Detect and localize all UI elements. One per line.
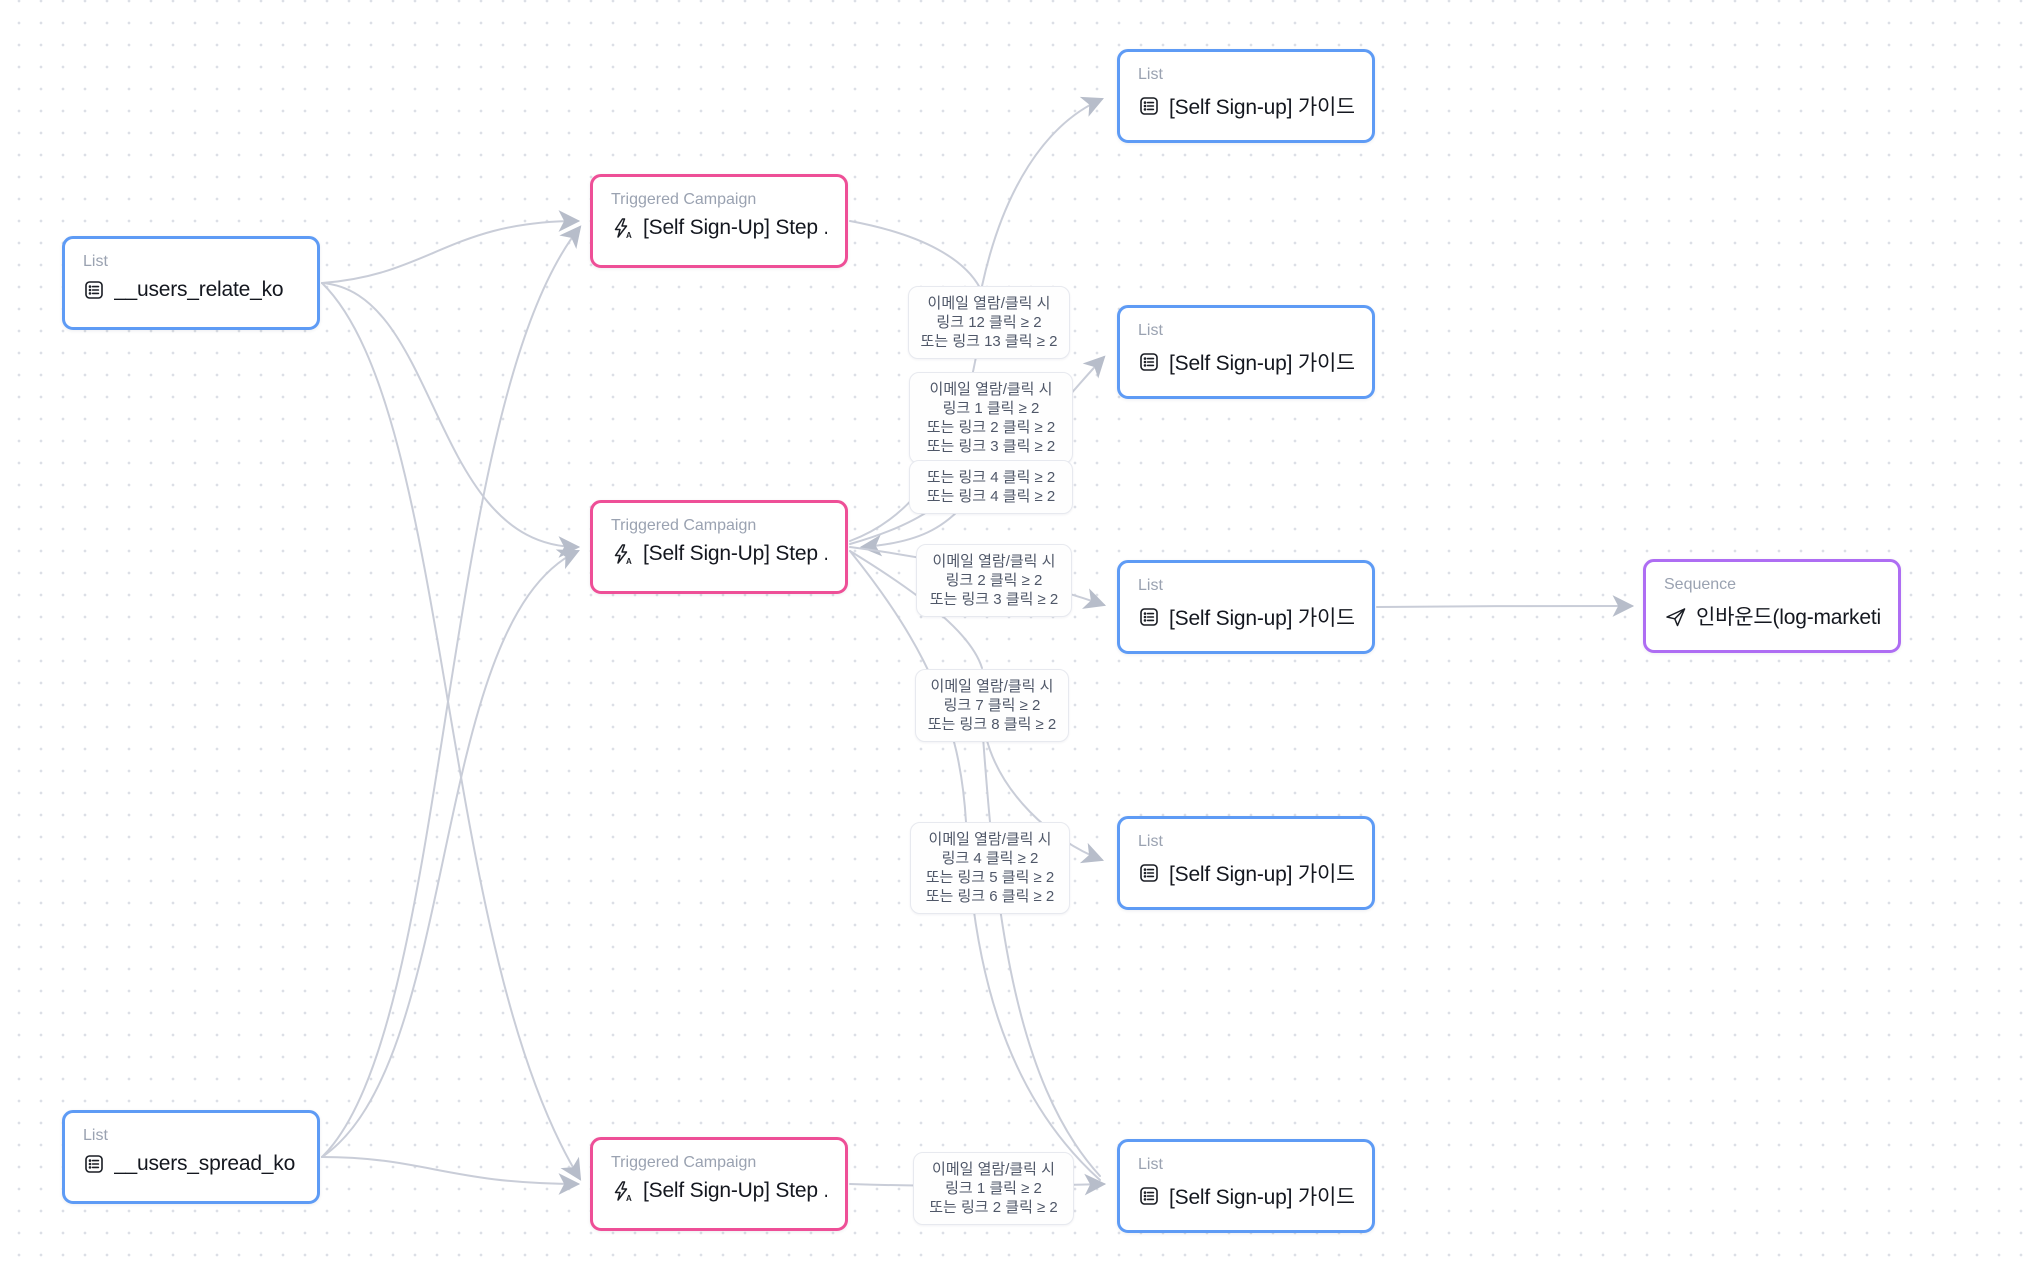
node-triggered-campaign-2[interactable]: Triggered Campaign A [Self Sign-Up] Step… [590,500,848,594]
condition-label-5[interactable]: 이메일 열람/클릭 시 링크 4 클릭 ≥ 2 또는 링크 5 클릭 ≥ 2 또… [910,822,1070,914]
condition-label-3[interactable]: 이메일 열람/클릭 시 링크 2 클릭 ≥ 2 또는 링크 3 클릭 ≥ 2 [916,544,1072,617]
list-icon [1138,862,1160,884]
node-type-label: Triggered Campaign [611,191,757,208]
edge-cond1-to-guide-list1 [981,96,1104,287]
node-type-label: List [83,253,108,270]
node-type-label: List [1138,577,1163,594]
node-title: [Self Sign-up] 가이드 ... [1169,352,1354,375]
condition-label-1[interactable]: 이메일 열람/클릭 시 링크 12 클릭 ≥ 2 또는 링크 13 클릭 ≥ 2 [908,286,1070,359]
node-type-label: List [1138,66,1163,83]
node-title: [Self Sign-up] 가이드 ... [1169,1186,1354,1209]
node-guide-list-2[interactable]: List [Self Sign-up] 가이드 ... [1117,305,1375,399]
node-sequence-inbound[interactable]: Sequence 인바운드(log-marketi... [1643,559,1901,653]
lightning-a-icon: A [611,1180,634,1203]
node-title: [Self Sign-Up] Step ... [643,216,827,239]
node-list-users-relate[interactable]: List __users_relate_ko [62,236,320,330]
condition-label-4[interactable]: 이메일 열람/클릭 시 링크 7 클릭 ≥ 2 또는 링크 8 클릭 ≥ 2 [915,669,1069,742]
node-guide-list-3[interactable]: List [Self Sign-up] 가이드 ... [1117,560,1375,654]
list-icon [1138,351,1160,373]
edge-spread-to-campaign2 [321,549,580,1158]
node-type-label: Triggered Campaign [611,1154,757,1171]
node-type-label: Triggered Campaign [611,517,757,534]
node-title: [Self Sign-up] 가이드 ... [1169,863,1354,886]
list-icon [83,279,105,301]
node-triggered-campaign-1[interactable]: Triggered Campaign A [Self Sign-Up] Step… [590,174,848,268]
list-icon [1138,1185,1160,1207]
condition-label-2a[interactable]: 이메일 열람/클릭 시 링크 1 클릭 ≥ 2 또는 링크 2 클릭 ≥ 2 또… [909,372,1073,464]
node-type-label: List [1138,833,1163,850]
node-title: [Self Sign-Up] Step ... [643,542,827,565]
svg-text:A: A [626,1194,632,1203]
svg-text:A: A [626,231,632,240]
node-type-label: List [1138,322,1163,339]
node-guide-list-4[interactable]: List [Self Sign-up] 가이드 ... [1117,816,1375,910]
edge-cond4-to-bottom-list [982,736,1101,1177]
node-title: 인바운드(log-marketi... [1696,606,1880,629]
node-list-users-spread[interactable]: List __users_spread_ko [62,1110,320,1204]
node-title: __users_relate_ko [114,278,284,301]
lightning-a-icon: A [611,217,634,240]
list-icon [1138,606,1160,628]
list-icon [83,1153,105,1175]
lightning-a-icon: A [611,543,634,566]
edge-spread-to-campaign1 [321,225,582,1158]
edge-relate-to-campaign3 [321,282,582,1181]
edge-cond4-to-guide-list4 [985,736,1105,864]
edge-relate-to-campaign2 [321,282,581,558]
node-triggered-campaign-3[interactable]: Triggered Campaign A [Self Sign-Up] Step… [590,1137,848,1231]
node-title: __users_spread_ko [114,1152,296,1175]
list-icon [1138,95,1160,117]
node-type-label: List [83,1127,108,1144]
node-title: [Self Sign-up] 가이드 ... [1169,96,1354,119]
svg-text:A: A [626,557,632,566]
edge-guide-list3-to-sequence [1376,595,1635,617]
node-guide-list-1[interactable]: List [Self Sign-up] 가이드 ... [1117,49,1375,143]
condition-label-6[interactable]: 이메일 열람/클릭 시 링크 1 클릭 ≥ 2 또는 링크 2 클릭 ≥ 2 [913,1152,1074,1225]
node-guide-list-5[interactable]: List [Self Sign-up] 가이드 ... [1117,1139,1375,1233]
node-type-label: List [1138,1156,1163,1173]
edge-spread-to-campaign3 [321,1156,581,1195]
edge-relate-to-campaign1 [321,210,581,284]
node-title: [Self Sign-up] 가이드 ... [1169,607,1354,630]
condition-label-2b[interactable]: 또는 링크 4 클릭 ≥ 2 또는 링크 4 클릭 ≥ 2 [909,460,1073,514]
edge-campaign1-to-cond1 [849,220,981,289]
send-icon [1664,605,1687,628]
node-type-label: Sequence [1664,576,1737,593]
node-title: [Self Sign-Up] Step ... [643,1179,827,1202]
